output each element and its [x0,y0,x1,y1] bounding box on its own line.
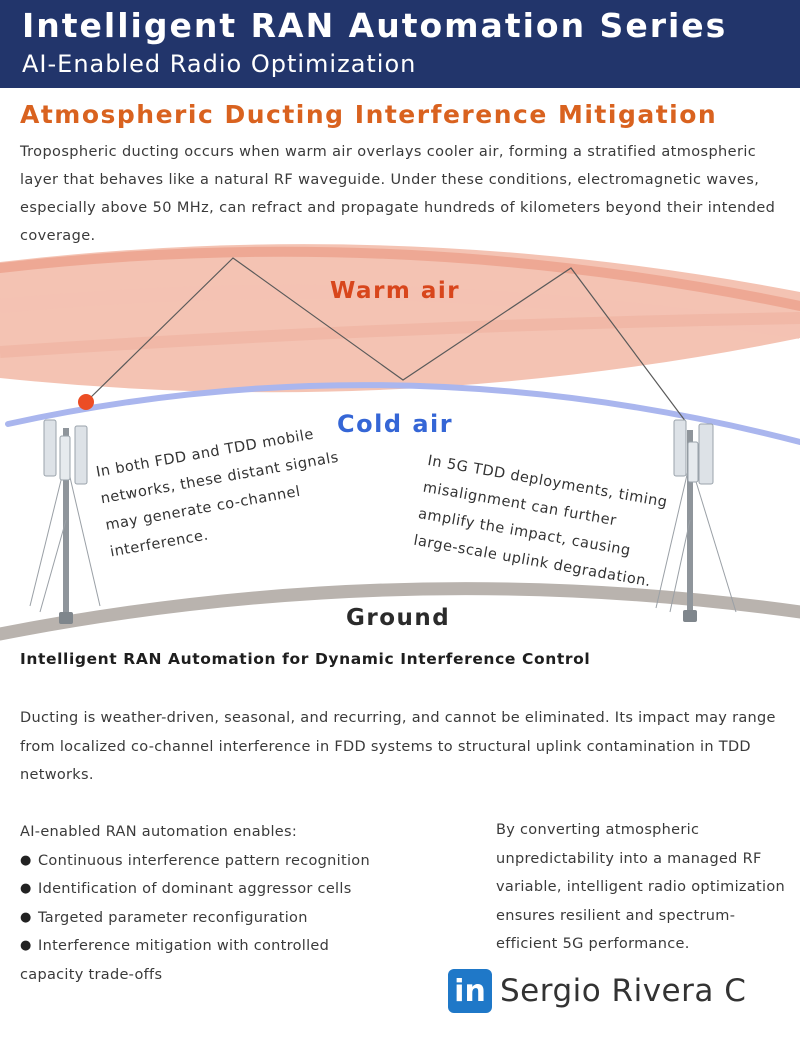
series-subtitle: AI-Enabled Radio Optimization [22,50,417,78]
article-heading: Atmospheric Ducting Interference Mitigat… [20,100,718,129]
intro-paragraph: Tropospheric ducting occurs when warm ai… [20,144,776,244]
list-item: Interference mitigation with controlled [20,932,460,961]
warm-air-stroke-top [0,246,800,311]
signal-source-icon [78,394,94,410]
list-item: Identification of dominant aggressor cel… [20,875,460,904]
author-name: Sergio Rivera C [500,973,747,1009]
ground-band [0,582,800,641]
enables-list-block: AI-enabled RAN automation enables: Conti… [20,818,460,989]
ducting-paragraph: Ducting is weather-driven, seasonal, and… [20,710,776,783]
section-heading: Intelligent RAN Automation for Dynamic I… [20,650,591,668]
ducted-signal-path [85,257,687,423]
conclusion-paragraph: By converting atmospheric unpredictabili… [496,822,786,952]
warm-air-band [0,244,800,393]
linkedin-icon[interactable]: in [448,969,492,1013]
list-item: Targeted parameter reconfiguration [20,904,460,933]
cell-tower-icon [655,419,737,622]
warm-air-label: Warm air [330,278,461,304]
list-item: Continuous interference pattern recognit… [20,847,460,876]
series-title: Intelligent RAN Automation Series [22,6,728,45]
ducting-diagram [0,244,800,641]
cell-tower-icon [29,419,101,624]
warm-air-stroke-low [0,312,800,358]
list-item-continuation: capacity trade-offs [20,966,163,983]
header-banner: Intelligent RAN Automation Series AI-Ena… [0,0,800,88]
enables-title: AI-enabled RAN automation enables: [20,824,298,840]
cold-air-label: Cold air [337,410,454,438]
author-signature[interactable]: in Sergio Rivera C [448,966,746,1016]
cold-air-line [5,382,800,445]
ground-label: Ground [346,605,451,631]
enables-list: Continuous interference pattern recognit… [20,847,460,961]
